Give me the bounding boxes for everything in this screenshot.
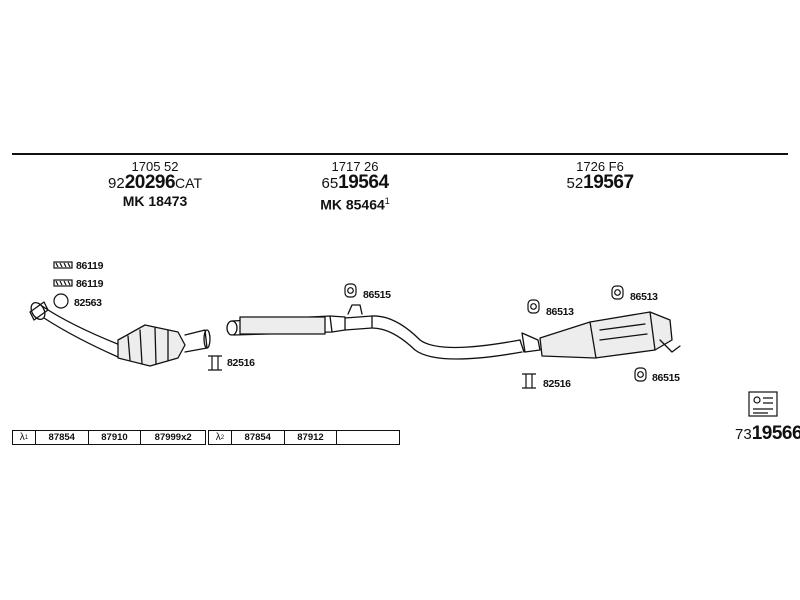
part-number: 9220296CAT [108,172,202,193]
sensor-part-number: 87854 [232,431,285,444]
sensor-part-number: 87854 [36,431,89,444]
clamp-icon [53,261,73,269]
catalytic-converter [117,324,211,367]
top-divider [12,153,788,155]
bolt-icon [522,373,536,389]
section-header-middle: 1717 26 6519564 MK 854641 [295,160,415,213]
section-header-catalyst: 1705 52 9220296CAT MK 18473 [95,159,215,210]
clamp-label: 86119 [76,278,104,290]
clamp-icon [53,279,73,287]
hanger-label: 86513 [630,291,658,303]
hanger-label: 86515 [363,289,391,301]
hanger-icon [344,283,357,298]
sensor-part-number: 87912 [285,431,338,444]
section-ref: 1726 F6 [576,159,624,174]
bolt-label: 82516 [543,378,571,390]
section-header-rear: 1726 F6 5219567 [540,160,660,193]
sensor-part-number [337,431,399,444]
bolt-icon [208,355,222,371]
hanger-icon [527,299,540,314]
hanger-label: 86513 [546,306,574,318]
sensor-part-number: 87910 [89,431,142,444]
rear-silencer [521,311,681,359]
mounting-kit: MK 854641 [320,196,390,213]
sensor-part-number: 87999x2 [154,432,192,443]
fitting-kit-icon [748,391,778,417]
section-ref: 1717 26 [331,159,379,174]
mounting-kit: MK 18473 [122,193,188,209]
part-number: 6519564 [321,172,389,193]
gasket-ring-icon [53,293,69,309]
part-number: 5219567 [566,172,634,193]
full-system-part-number: 7319566 [735,423,800,444]
gasket-label: 82563 [74,297,102,309]
middle-silencer [226,304,525,360]
section-ref: 1705 52 [131,159,179,174]
hanger-icon [634,367,647,382]
hanger-label: 86515 [652,372,680,384]
clamp-label: 86119 [76,260,104,272]
bolt-label: 82516 [227,357,255,369]
front-pipe [29,301,121,358]
hanger-icon [611,285,624,300]
